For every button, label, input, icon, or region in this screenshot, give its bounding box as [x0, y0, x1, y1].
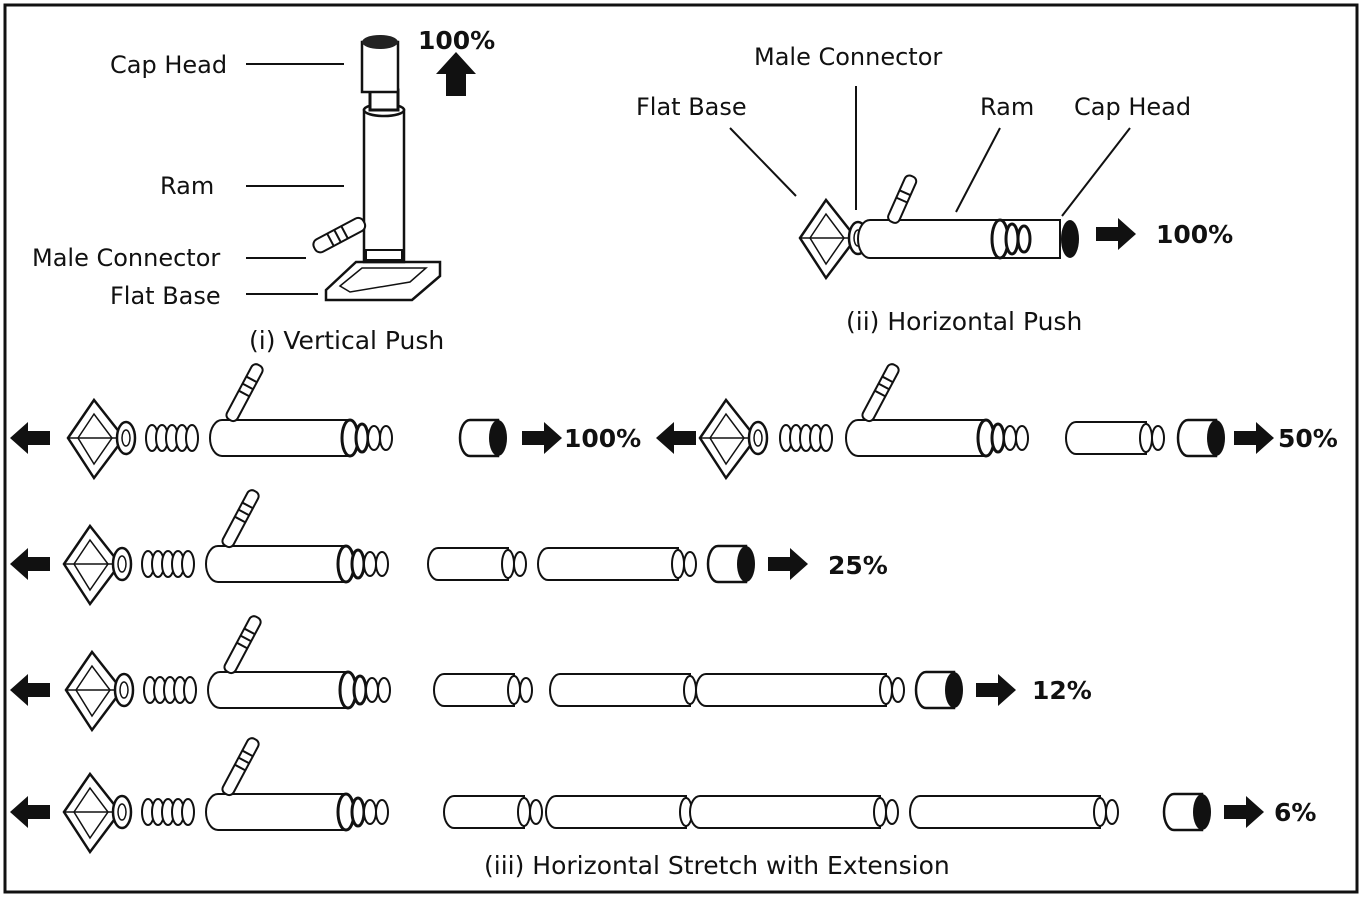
pct-stretch-row3: 12% [1032, 676, 1092, 705]
caption-horizontal: (ii) Horizontal Push [846, 307, 1083, 336]
pct-stretch-row4: 6% [1274, 798, 1317, 827]
stretch-row-1 [10, 360, 1274, 480]
caption-vertical: (i) Vertical Push [249, 326, 445, 355]
stretch-row-3 [10, 612, 1016, 732]
vertical-jack [312, 35, 442, 302]
arrow-up-icon [436, 52, 476, 96]
label-flat-base-h: Flat Base [636, 93, 747, 121]
label-ram: Ram [160, 172, 215, 200]
leader-ram-h [955, 127, 1001, 213]
label-male-connector: Male Connector [32, 244, 221, 272]
horizontal-jack [798, 174, 1079, 280]
pct-stretch-row1-a: 100% [564, 424, 642, 453]
pct-vertical: 100% [418, 26, 496, 55]
stretch-row-2 [10, 486, 808, 606]
pct-stretch-row1-b: 50% [1278, 424, 1338, 453]
stretch-row-4 [10, 734, 1264, 854]
pct-stretch-row2: 25% [828, 551, 888, 580]
pct-horizontal: 100% [1156, 220, 1234, 249]
frame-border [3, 3, 1359, 894]
arrow-right-icon [1096, 218, 1136, 250]
label-cap-head: Cap Head [110, 51, 228, 79]
label-flat-base: Flat Base [110, 282, 221, 310]
label-ram-h: Ram [980, 93, 1035, 121]
leader-cap-head-h [1061, 127, 1131, 217]
label-cap-head-h: Cap Head [1074, 93, 1192, 121]
leader-flat-base-h [729, 127, 797, 197]
caption-stretch: (iii) Horizontal Stretch with Extension [484, 851, 950, 880]
label-male-connector-h: Male Connector [754, 43, 943, 71]
